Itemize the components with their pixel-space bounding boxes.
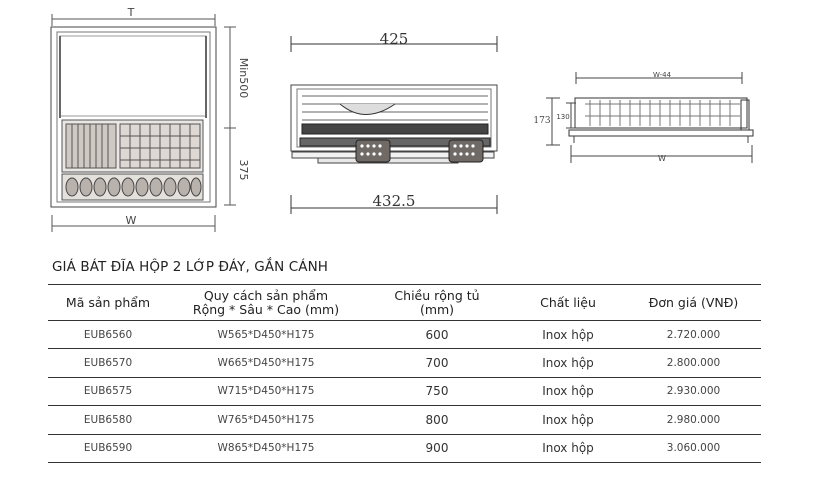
material-cell: Inox hộp <box>542 327 594 342</box>
product-code-cell: EUB6590 <box>83 442 133 455</box>
table-row: EUB6580 W765*D450*H175 800 Inox hộp 2.98… <box>48 406 761 435</box>
product-code-cell: EUB6560 <box>83 328 133 341</box>
cabinet-width-cell: 800 <box>425 412 449 427</box>
product-code-cell: EUB6580 <box>83 413 133 426</box>
price-cell: 2.980.000 <box>666 413 721 426</box>
technical-drawings: T Min500 375 W 425 432.5 <box>50 6 754 232</box>
header-unit-price: Đơn giá (VNĐ) <box>648 294 739 310</box>
price-cell: 3.060.000 <box>666 442 721 455</box>
spec-cell: W665*D450*H175 <box>217 357 315 370</box>
side-view-drawing <box>290 36 498 214</box>
front-elevation-bottom-label: W <box>658 154 666 163</box>
front-view-top-label: T <box>127 6 135 19</box>
cabinet-width-cell: 750 <box>425 384 449 399</box>
front-view-right-lower-label: 375 <box>237 160 250 181</box>
material-cell: Inox hộp <box>542 384 594 399</box>
product-title: GIÁ BÁT ĐĨA HỘP 2 LỚP ĐÁY, GẮN CÁNH <box>52 259 329 275</box>
material-cell: Inox hộp <box>542 412 594 427</box>
price-cell: 2.930.000 <box>666 385 721 398</box>
material-cell: Inox hộp <box>542 356 594 371</box>
cabinet-width-cell: 900 <box>425 441 449 456</box>
header-product-code: Mã sản phẩm <box>65 294 151 310</box>
table-row: EUB6560 W565*D450*H175 600 Inox hộp 2.72… <box>48 321 761 349</box>
spec-cell: W865*D450*H175 <box>217 442 315 455</box>
front-view-drawing <box>50 14 236 232</box>
cabinet-width-cell: 600 <box>425 327 449 342</box>
table-header-row: Mã sản phẩm Quy cách sản phẩm Rộng * Sâu… <box>48 284 761 321</box>
material-cell: Inox hộp <box>542 441 594 456</box>
front-elevation-top-label: W-44 <box>653 71 672 79</box>
spec-cell: W565*D450*H175 <box>217 328 315 341</box>
spec-cell: W765*D450*H175 <box>217 413 315 426</box>
price-table: Mã sản phẩm Quy cách sản phẩm Rộng * Sâu… <box>48 284 761 463</box>
front-view-right-upper-label: Min500 <box>237 58 250 99</box>
price-cell: 2.800.000 <box>666 357 721 370</box>
side-view-top-dimension: 425 <box>380 30 409 48</box>
cabinet-width-cell: 700 <box>425 356 449 371</box>
header-specification: Quy cách sản phẩm Rộng * Sâu * Cao (mm) <box>192 287 340 317</box>
header-material: Chất liệu <box>540 294 596 310</box>
price-cell: 2.720.000 <box>666 328 721 341</box>
product-code-cell: EUB6575 <box>83 385 133 398</box>
table-row: EUB6590 W865*D450*H175 900 Inox hộp 3.06… <box>48 434 761 463</box>
front-view-bottom-label: W <box>126 214 137 227</box>
front-elevation-drawing <box>546 72 754 163</box>
side-view-bottom-dimension: 432.5 <box>373 192 416 210</box>
table-row: EUB6575 W715*D450*H175 750 Inox hộp 2.93… <box>48 377 761 406</box>
front-elevation-left-outer-label: 173 <box>533 116 550 126</box>
front-elevation-left-inner-label: 130 <box>556 113 569 121</box>
table-row: EUB6570 W665*D450*H175 700 Inox hộp 2.80… <box>48 349 761 378</box>
header-cabinet-width: Chiều rộng tủ (mm) <box>394 287 480 317</box>
spec-cell: W715*D450*H175 <box>217 385 315 398</box>
product-code-cell: EUB6570 <box>83 357 133 370</box>
